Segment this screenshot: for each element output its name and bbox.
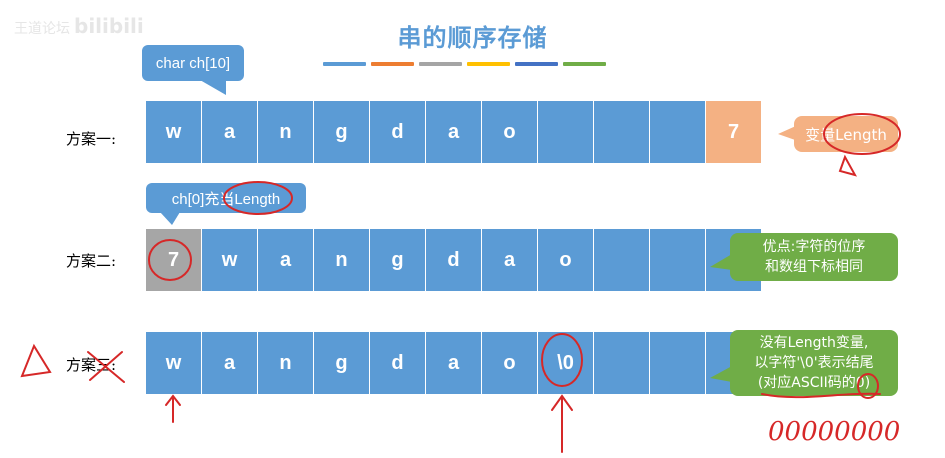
binary-annotation: 00000000: [768, 417, 900, 447]
array-cell: [594, 229, 649, 291]
scheme2-array: 7 w a n g d a o: [146, 229, 762, 291]
array-declaration-text: char ch[10]: [155, 54, 231, 72]
slide-title: 串的顺序存储: [397, 24, 548, 52]
array-cell: o: [482, 101, 537, 163]
array-cell: n: [314, 229, 369, 291]
array-cell: n: [258, 332, 313, 394]
array-cell: [594, 332, 649, 394]
color-strip-segment: [323, 62, 366, 66]
array-cell: [594, 101, 649, 163]
color-strip-segment: [515, 62, 558, 66]
scheme1-label: 方案一:: [66, 130, 117, 148]
array-cell: g: [314, 332, 369, 394]
terminator-callout: 没有Length变量, 以字符'\0'表示结尾 (对应ASCII码的0): [730, 330, 898, 396]
up-arrow: [165, 394, 181, 423]
array-cell: g: [370, 229, 425, 291]
ch0-length-callout: ch[0]充当Length: [146, 183, 306, 213]
array-cell: a: [482, 229, 537, 291]
array-cell: o: [482, 332, 537, 394]
scheme3-array: w a n g d a o \0: [146, 332, 762, 394]
array-cell: w: [146, 101, 201, 163]
up-arrow: [551, 394, 573, 453]
color-strip-segment: [371, 62, 414, 66]
array-cell: d: [426, 229, 481, 291]
scheme2-label: 方案二:: [66, 252, 117, 270]
array-cell: w: [202, 229, 257, 291]
array-cell: a: [426, 332, 481, 394]
array-cell: a: [202, 332, 257, 394]
length-in-ch0-cell: 7: [146, 229, 201, 291]
array-cell: d: [370, 332, 425, 394]
color-strip-segment: [563, 62, 606, 66]
length-variable-callout: 变量Length: [794, 116, 898, 152]
delta-mark: [20, 343, 52, 378]
advantage-line: 和数组下标相同: [765, 259, 863, 275]
color-strip-segment: [467, 62, 510, 66]
array-cell: g: [314, 101, 369, 163]
null-terminator-cell: \0: [538, 332, 593, 394]
scheme1-array: w a n g d a o 7: [146, 101, 762, 163]
length-variable-text: 变量Length: [805, 125, 887, 144]
scribble-mark: [838, 154, 858, 177]
array-declaration-callout: char ch[10]: [142, 45, 244, 81]
array-cell: [650, 101, 705, 163]
array-cell: [650, 229, 705, 291]
advantage-callout: 优点:字符的位序 和数组下标相同: [730, 233, 898, 281]
color-strip-segment: [419, 62, 462, 66]
terminator-line: 以字符'\0'表示结尾: [754, 355, 874, 371]
array-cell: a: [202, 101, 257, 163]
callout-tail: [160, 212, 180, 225]
array-cell: a: [426, 101, 481, 163]
array-cell: o: [538, 229, 593, 291]
advantage-line: 优点:字符的位序: [762, 239, 866, 255]
bilibili-logo: bilibili: [74, 14, 144, 38]
array-cell: n: [258, 101, 313, 163]
array-cell: w: [146, 332, 201, 394]
watermark-text: 王道论坛: [14, 21, 70, 37]
array-cell: a: [258, 229, 313, 291]
terminator-line: 没有Length变量,: [759, 335, 869, 351]
callout-tail: [200, 80, 226, 95]
ch0-length-text: ch[0]充当Length: [171, 190, 281, 208]
scheme3-label: 方案三:: [66, 356, 117, 374]
terminator-line: (对应ASCII码的0): [757, 375, 871, 391]
array-cell: [650, 332, 705, 394]
array-cell: d: [370, 101, 425, 163]
array-cell: [538, 101, 593, 163]
length-variable-cell: 7: [706, 101, 761, 163]
